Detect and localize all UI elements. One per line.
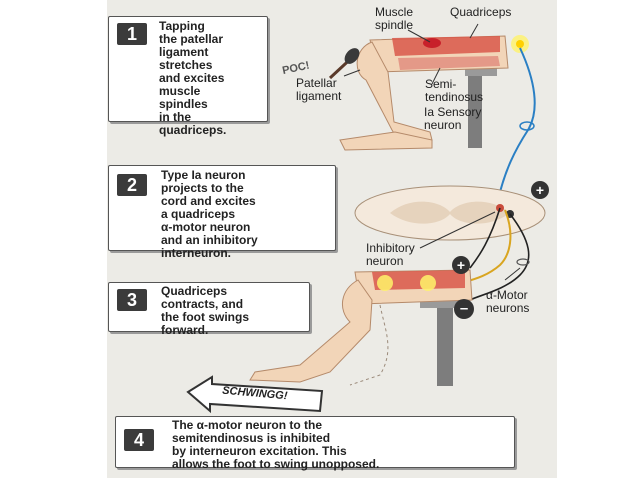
step-4-box: 4 The α-motor neuron to the semitendinos… [115, 416, 515, 471]
step-3-number: 3 [117, 289, 147, 311]
step-3-text: Quadriceps contracts, and the foot swing… [161, 284, 249, 337]
label-inhibitory-neuron: Inhibitory neuron [366, 241, 415, 268]
spark-core-icon [516, 40, 524, 48]
step-2-number: 2 [117, 174, 147, 196]
swing-arrow [186, 375, 324, 414]
spinal-cord-gray-matter [390, 201, 510, 224]
motor-neuron-fiber-1 [469, 213, 530, 301]
step-2-box: 2 Type Ia neuron projects to the cord an… [108, 165, 336, 260]
reflex-hammer-head [344, 48, 360, 64]
spinal-cord-illustration [354, 185, 546, 241]
step-4-number: 4 [124, 429, 154, 451]
stand-bottom-post [437, 308, 453, 386]
step-3-box: 3 Quadriceps contracts, and the foot swi… [108, 282, 310, 337]
pointer-line-spindle [407, 29, 431, 43]
excitatory-sign-1 [531, 181, 549, 199]
pointer-line-patellar [343, 69, 361, 77]
plus-sign-1: + [535, 182, 545, 198]
pointer-line-inhibitory [419, 211, 496, 249]
lower-leg-top [356, 41, 433, 141]
quadriceps-muscle-bottom [372, 270, 465, 290]
spark-bottom-2-icon [420, 275, 436, 291]
top-leg-illustration [328, 35, 529, 151]
step-1-text: Tapping the patellar ligament stretches … [159, 19, 227, 137]
quadriceps-muscle-top [392, 36, 500, 56]
semitendinosus-muscle-top [398, 56, 500, 70]
leg-motion-trail [349, 304, 389, 386]
stand-top-seat [465, 68, 497, 76]
stand-bottom-seat [420, 300, 460, 308]
pointer-line-motor [504, 267, 521, 281]
pointer-line-quadriceps [469, 23, 479, 39]
sensory-neuron-ganglion [519, 121, 535, 131]
bottom-leg-illustration [249, 269, 473, 386]
pointer-line-semitendinosus [431, 67, 441, 85]
step-2-text: Type Ia neuron projects to the cord and … [161, 168, 258, 260]
label-semitendinosus: Semi- tendinosus [425, 77, 484, 104]
label-muscle-spindle: Muscle spindle [375, 5, 414, 32]
foot-top [339, 131, 433, 151]
motor-neuron-fiber-2 [469, 207, 501, 269]
stand-top-post [468, 76, 482, 148]
plus-sign-2: + [456, 257, 466, 273]
label-sensory-neuron: Ia Sensory neuron [424, 105, 482, 132]
spark-bottom-1-icon [377, 275, 393, 291]
inhibitory-sign [454, 299, 474, 319]
motor-ganglion-marker [516, 258, 530, 266]
step-4-text: The α-motor neuron to the semitendinosus… [172, 418, 380, 471]
label-quadriceps: Quadriceps [450, 5, 512, 19]
excitatory-sign-2 [452, 256, 470, 274]
step-1-number: 1 [117, 23, 147, 45]
step-1-box: 1 Tapping the patellar ligament stretche… [108, 16, 268, 137]
lower-leg-swinging [249, 279, 373, 383]
minus-sign: – [459, 300, 469, 317]
label-patellar-ligament: Patellar ligament [296, 76, 342, 103]
label-alpha-motor-neurons: α-Motor neurons [486, 288, 530, 315]
